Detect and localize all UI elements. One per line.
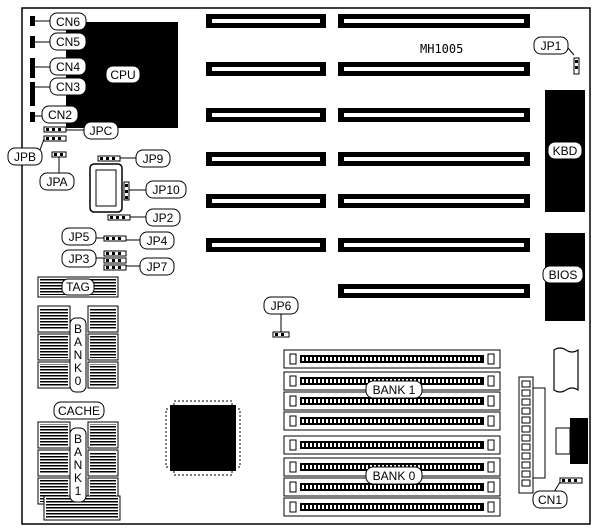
cn1-connector: CN1: [532, 477, 583, 509]
cache-chip-4-2: [87, 421, 119, 449]
bank0-label-box: [365, 466, 423, 485]
cn6-connector: CN6: [30, 12, 87, 31]
simm-socket-3: [283, 391, 501, 411]
jp4-label: JP4: [147, 234, 168, 248]
cache-chip-4-1: [37, 421, 71, 449]
simm-socket-1: [283, 349, 501, 369]
isa-slot-right-6: [338, 238, 530, 252]
simm-socket-5: [283, 435, 501, 455]
jp3-marker: JP3: [61, 249, 104, 268]
bank0-label: BANK 0: [373, 469, 416, 483]
jp-cluster: [103, 235, 127, 271]
jp10-label: JP10: [152, 183, 180, 197]
jp5-label: JP5: [69, 230, 90, 244]
cache-chip-1-2: [87, 305, 119, 333]
cn3-label: CN3: [56, 80, 80, 94]
jp3-label: JP3: [69, 252, 90, 266]
cache-chip-2-1: [37, 333, 71, 361]
isa-slot-right-7: [338, 284, 530, 298]
kbd-label-box: [547, 141, 583, 160]
cn5-connector: CN5: [30, 32, 87, 51]
jp2-jumper: JP2: [107, 208, 181, 227]
pga-chip: [165, 400, 241, 476]
cn2-label: CN2: [48, 108, 72, 122]
battery: [553, 347, 579, 393]
cache-label-text: CACHE: [58, 404, 100, 418]
cn4-label: CN4: [56, 60, 80, 74]
jp1-label: JP1: [541, 39, 562, 53]
jp9-label: JP9: [143, 152, 164, 166]
cache-chip-1-1: [37, 305, 71, 333]
isa-slot-left-4: [206, 152, 326, 166]
right-edge-port: [555, 418, 588, 464]
kbd-label: KBD: [553, 144, 578, 158]
jp4-marker: JP4: [126, 231, 175, 250]
cache-chip-5-2: [87, 449, 119, 477]
bios-label-box: [542, 265, 584, 284]
cache-chip-5-1: [37, 449, 71, 477]
isa-slot-left-3: [206, 108, 326, 122]
jp2-label: JP2: [153, 211, 174, 225]
jp1-jumper: JP1: [533, 36, 580, 75]
bios-label: BIOS: [549, 268, 578, 282]
cn6-label: CN6: [56, 15, 80, 29]
bank1-label-box: [365, 380, 423, 399]
jpc-jumper: JPC: [43, 121, 119, 140]
isa-slot-left-6: [206, 238, 326, 252]
cn5-label: CN5: [56, 35, 80, 49]
model-text: MH1005: [420, 42, 463, 56]
cn4-connector: CN4: [30, 57, 87, 78]
jpa-label: JPA: [46, 175, 67, 189]
expansion-slots: [206, 14, 530, 298]
cache-chip-array: [37, 305, 121, 521]
jp9-jumper: JP9: [97, 149, 171, 168]
cn1-label: CN1: [538, 493, 562, 507]
jp6-jumper: JP6: [263, 296, 299, 338]
simm-socket-4: [283, 411, 501, 431]
isa-slot-left-1: [206, 14, 326, 28]
isa-slot-right-3: [338, 108, 530, 122]
jp5-marker: JP5: [61, 227, 104, 246]
jp10-jumper: JP10: [123, 180, 187, 201]
socketed-chip-inner: [95, 169, 117, 207]
isa-slot-left-2: [206, 62, 326, 76]
cn3-connector: CN3: [30, 77, 87, 106]
cache-chip-2-2: [87, 333, 119, 361]
isa-slot-left-5: [206, 194, 326, 208]
jp7-marker: JP7: [126, 257, 175, 276]
cpu-label-box: [105, 65, 141, 84]
cache-label: CACHE: [53, 401, 105, 420]
isa-slot-right-2: [338, 62, 530, 76]
tag-label: TAG: [66, 280, 90, 294]
power-connector: [518, 376, 546, 494]
bank1-label: BANK 1: [373, 383, 416, 397]
cache-chip-3-2: [87, 361, 119, 389]
jp7-label: JP7: [147, 260, 168, 274]
cn2-connector: CN2: [30, 105, 79, 124]
tag-chip: TAG: [37, 276, 119, 298]
cache-chip-3-1: [37, 361, 71, 389]
jp6-label: JP6: [271, 299, 292, 313]
jpb-jumper: JPB: [7, 135, 67, 166]
simm-socket-7: [283, 477, 501, 497]
simm-socket-8: [283, 497, 501, 517]
isa-slot-right-5: [338, 194, 530, 208]
cpu-label: CPU: [110, 68, 135, 82]
jpb-label: JPB: [14, 150, 36, 164]
isa-slot-right-1: [338, 14, 530, 28]
isa-slot-right-4: [338, 152, 530, 166]
jpa-jumper: JPA: [39, 151, 75, 191]
jpc-label: JPC: [90, 124, 113, 138]
